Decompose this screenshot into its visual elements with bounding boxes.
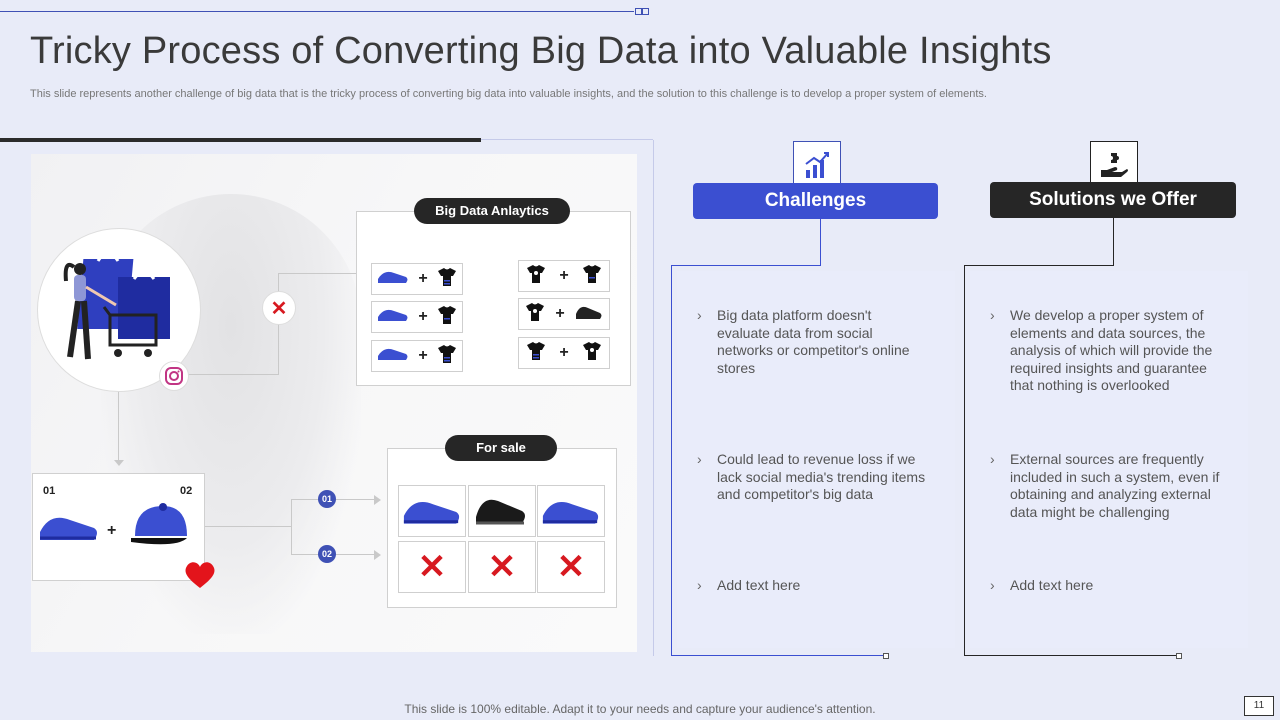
tshirt-icon bbox=[525, 264, 547, 289]
puzzle-hand-icon bbox=[1090, 141, 1138, 189]
connector-line bbox=[964, 265, 965, 656]
sneaker-icon bbox=[403, 502, 460, 524]
tshirt-icon bbox=[525, 341, 547, 366]
shopping-woman-icon bbox=[63, 251, 170, 360]
shoe-shirt-pair: + bbox=[371, 263, 463, 295]
top-rule bbox=[0, 11, 634, 12]
instagram-icon bbox=[159, 361, 189, 391]
arrow-right-icon bbox=[374, 495, 381, 505]
shoe-icon bbox=[574, 304, 604, 325]
solutions-panel bbox=[970, 271, 1248, 648]
sneaker-icon bbox=[376, 346, 410, 367]
connector-line bbox=[118, 390, 119, 462]
plus-sign: + bbox=[418, 347, 428, 364]
step-badge-2: 02 bbox=[318, 545, 336, 563]
sneaker-icon bbox=[376, 269, 410, 290]
tshirt-icon bbox=[581, 264, 603, 289]
line-end-dot bbox=[883, 653, 889, 659]
vertical-divider bbox=[653, 140, 654, 656]
sale-item-black-shoe bbox=[468, 485, 536, 537]
unavailable-mark: ✕ bbox=[537, 541, 605, 593]
chevron-right-icon: › bbox=[697, 451, 702, 467]
connector-line bbox=[291, 499, 292, 555]
growth-chart-icon bbox=[793, 141, 841, 189]
plus-sign: + bbox=[559, 267, 569, 284]
connector-line bbox=[204, 526, 292, 527]
connector-line bbox=[187, 374, 278, 375]
red-x-icon: ✕ bbox=[417, 548, 447, 586]
tshirt-icon bbox=[581, 341, 603, 366]
connector-line bbox=[1113, 218, 1114, 265]
shoe-icon bbox=[476, 499, 525, 525]
plus-sign: + bbox=[107, 522, 117, 539]
chevron-right-icon: › bbox=[697, 307, 702, 323]
sale-item-blue-shoe bbox=[537, 485, 605, 537]
challenge-item: ›Big data platform doesn't evaluate data… bbox=[697, 307, 910, 376]
shoe-shirt-pair: + bbox=[371, 301, 463, 333]
connector-line bbox=[671, 655, 885, 656]
slide-subtitle: This slide represents another challenge … bbox=[30, 88, 987, 100]
section-divider-thin bbox=[481, 139, 653, 140]
connector-line bbox=[278, 273, 356, 274]
products-box: 01 02 + bbox=[32, 473, 205, 581]
item-number-1: 01 bbox=[43, 485, 56, 497]
heart-icon bbox=[183, 560, 217, 595]
plus-sign: + bbox=[555, 305, 565, 322]
arrow-right-icon bbox=[374, 550, 381, 560]
chevron-right-icon: › bbox=[697, 577, 702, 593]
footer-note: This slide is 100% editable. Adapt it to… bbox=[404, 702, 876, 716]
cap-icon bbox=[129, 502, 191, 557]
page-number: 11 bbox=[1244, 696, 1274, 716]
chevron-right-icon: › bbox=[990, 577, 995, 593]
analytics-label: Big Data Anlaytics bbox=[414, 198, 570, 224]
arrow-down-icon bbox=[114, 460, 124, 466]
step-badge-1: 01 bbox=[318, 490, 336, 508]
challenge-item: ›Add text here bbox=[697, 577, 801, 593]
solutions-header: Solutions we Offer bbox=[990, 182, 1236, 218]
top-square-left bbox=[635, 8, 642, 15]
solution-item: ›Add text here bbox=[990, 577, 1094, 593]
tshirt-icon bbox=[436, 305, 458, 330]
connector-line bbox=[671, 265, 672, 656]
sneaker-icon bbox=[376, 307, 410, 328]
red-x-icon: ✕ bbox=[487, 548, 517, 586]
slide-title: Tricky Process of Converting Big Data in… bbox=[30, 30, 1052, 72]
top-square-right bbox=[642, 8, 649, 15]
for-sale-box: ✕ ✕ ✕ bbox=[387, 448, 617, 608]
tshirt-icon bbox=[436, 267, 458, 292]
shirt-shirt-pair: + bbox=[518, 337, 610, 369]
shirt-shoe-pair: + bbox=[518, 298, 610, 330]
for-sale-label: For sale bbox=[445, 435, 557, 461]
sale-item-blue-shoe bbox=[398, 485, 466, 537]
chevron-right-icon: › bbox=[990, 451, 995, 467]
plus-sign: + bbox=[418, 308, 428, 325]
tshirt-icon bbox=[524, 302, 546, 327]
section-divider bbox=[0, 138, 481, 142]
item-number-2: 02 bbox=[180, 485, 193, 497]
solution-item: ›External sources are frequently include… bbox=[990, 451, 1220, 520]
connector-line bbox=[671, 265, 821, 266]
challenges-header: Challenges bbox=[693, 183, 938, 219]
challenge-item: ›Could lead to revenue loss if we lack s… bbox=[697, 451, 926, 502]
analytics-box: + + + + + + bbox=[356, 211, 631, 386]
red-x-icon: ✕ bbox=[556, 548, 586, 586]
solution-item: ›We develop a proper system of elements … bbox=[990, 307, 1213, 393]
sneaker-icon bbox=[37, 510, 101, 549]
tshirt-icon bbox=[436, 344, 458, 369]
unavailable-mark: ✕ bbox=[398, 541, 466, 593]
connector-line bbox=[964, 265, 1114, 266]
line-end-dot bbox=[1176, 653, 1182, 659]
connector-line bbox=[964, 655, 1178, 656]
shirt-shirt-pair: + bbox=[518, 260, 610, 292]
challenges-panel bbox=[677, 271, 955, 648]
connector-line bbox=[820, 219, 821, 265]
close-icon: ✕ bbox=[262, 291, 296, 325]
plus-sign: + bbox=[418, 270, 428, 287]
unavailable-mark: ✕ bbox=[468, 541, 536, 593]
sneaker-icon bbox=[542, 502, 599, 524]
plus-sign: + bbox=[559, 344, 569, 361]
chevron-right-icon: › bbox=[990, 307, 995, 323]
shoe-shirt-pair: + bbox=[371, 340, 463, 372]
